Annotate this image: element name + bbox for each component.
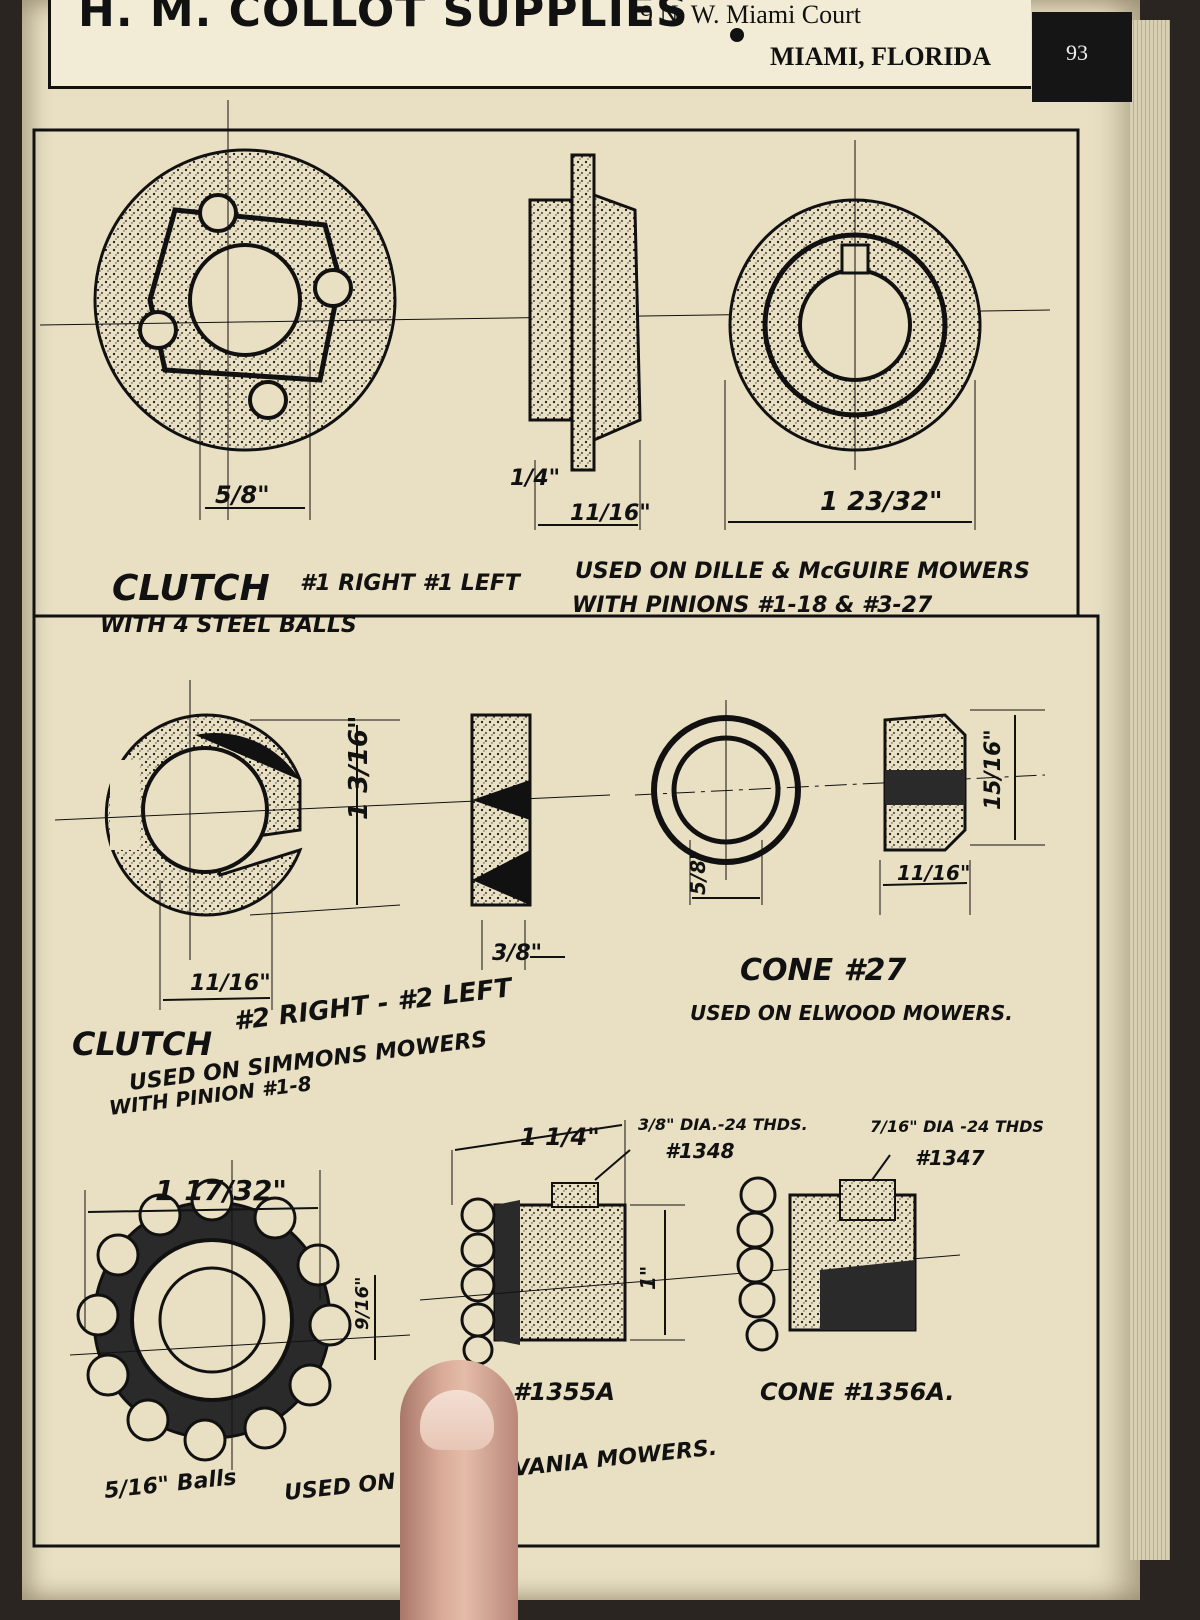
cone27-side-view (879, 709, 1045, 915)
clutch1-dim-flange: 1/4" (510, 466, 560, 491)
clutch1-pinions: WITH PINIONS #1-18 & #3-27 (572, 593, 933, 618)
bearing-front-view (69, 1160, 411, 1470)
clutch1-side-view (528, 153, 642, 530)
clutch1-dim-diameter: 1 23/32" (820, 487, 943, 517)
clutch1-variants: #1 RIGHT #1 LEFT (300, 571, 522, 596)
clutch1-dim-width: 11/16" (570, 501, 651, 526)
cone1356-thread: 7/16" DIA -24 THDS (870, 1117, 1044, 1136)
cone1355-dim-height: 1" (636, 1266, 660, 1290)
cone27-dim-height: 15/16" (981, 729, 1006, 810)
cone1356-title: CONE #1356A. (760, 1378, 954, 1406)
cone27-title: CONE #27 (740, 953, 906, 988)
cone1355-dim-length: 1 1/4" (520, 1123, 600, 1151)
cone1355-thread: 3/8" DIA.-24 THDS. (638, 1115, 808, 1134)
address-line-1: 9 N. W. Miami Court (640, 0, 862, 29)
page-edges (1130, 20, 1170, 1560)
page-number-box (1032, 12, 1132, 102)
clutch1-dim-hole: 5/8" (215, 481, 270, 509)
cone27-dim-width: 11/16" (897, 861, 970, 885)
bullet-icon (730, 28, 744, 42)
company-name: H. M. COLLOT SUPPLIES (78, 0, 689, 37)
cone27-usage: USED ON ELWOOD MOWERS. (690, 1001, 1013, 1025)
frame-bottom-panel (32, 614, 1100, 1548)
clutch2-title: CLUTCH (72, 1025, 212, 1063)
clutch2-dim-height: 1 3/16" (344, 716, 374, 820)
cone1356-side-view (736, 1154, 917, 1352)
clutch2-variants: #2 RIGHT - #2 LEFT (232, 973, 516, 1037)
clutch2-dim-thickness: 3/8" (492, 941, 542, 966)
cone1356-thread-part: #1347 (915, 1146, 985, 1170)
page-number: 93 (1066, 40, 1088, 65)
thumbnail (420, 1390, 494, 1450)
cone27-front-view (634, 700, 1046, 905)
bearing-dim-diameter: 1 17/32" (155, 1174, 287, 1207)
cone1355-side-view (419, 1120, 961, 1366)
header-strip (48, 0, 1031, 89)
cone1355-thread-part: #1348 (665, 1139, 735, 1163)
clutch1-front-view (39, 100, 1051, 520)
clutch1-rear-view (724, 140, 982, 530)
clutch2-dim-hole: 11/16" (190, 971, 271, 996)
clutch1-note: WITH 4 STEEL BALLS (100, 613, 357, 638)
clutch2-front-view (54, 680, 611, 1010)
address-line-2: MIAMI, FLORIDA (770, 42, 991, 71)
cone27-dim-hole: 5/8" (686, 849, 710, 895)
clutch1-title: CLUTCH (112, 568, 270, 609)
bearing-dim-bore: 9/16" (352, 1276, 373, 1330)
bearing-balls: 5/16" Balls (103, 1465, 238, 1504)
clutch1-usage: USED ON DILLE & McGUIRE MOWERS (575, 559, 1030, 584)
clutch2-side-view (470, 713, 565, 970)
